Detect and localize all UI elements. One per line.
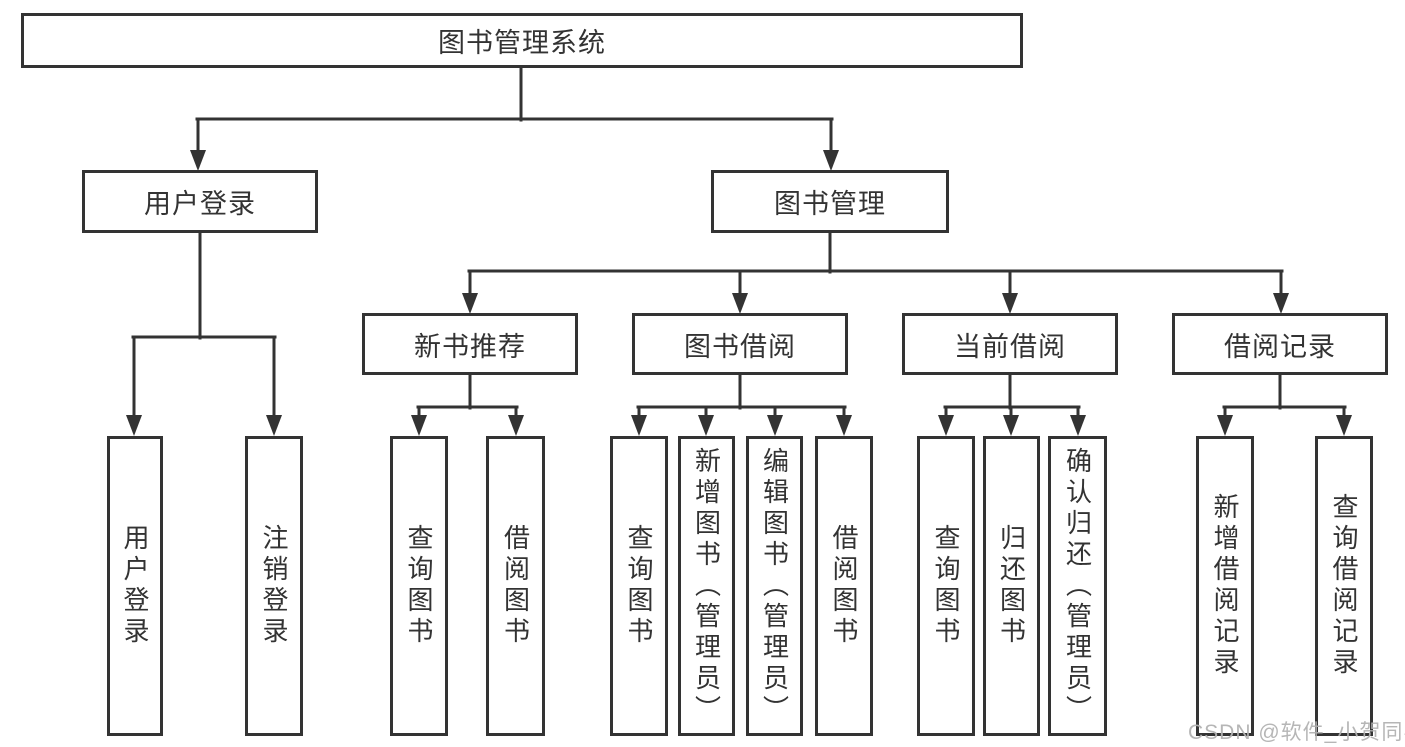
arrowheads xyxy=(126,150,1352,436)
leaf-return-book: 归还图书 xyxy=(983,436,1040,736)
node-label: 用户登录 xyxy=(120,524,150,648)
node-label: 图书管理 xyxy=(774,189,886,219)
node-book-management: 图书管理 xyxy=(711,170,949,233)
node-label: 归还图书 xyxy=(996,524,1027,648)
leaf-add-borrow-record: 新增借阅记录 xyxy=(1196,436,1254,736)
node-label: 查询借阅记录 xyxy=(1329,493,1359,679)
leaf-borrow-book-borrowing: 借阅图书 xyxy=(815,436,873,736)
node-current-borrowing: 当前借阅 xyxy=(902,313,1118,375)
csdn-watermark: CSDN @软件_小贺同学 xyxy=(1188,721,1405,744)
node-library-system: 图书管理系统 xyxy=(21,13,1023,68)
node-label: 注销登录 xyxy=(259,524,289,648)
leaf-confirm-return-admin: 确认归还（管理员） xyxy=(1048,436,1107,736)
leaf-borrow-book-recommend: 借阅图书 xyxy=(486,436,545,736)
node-label: 借阅记录 xyxy=(1224,331,1336,362)
node-label: 查询图书 xyxy=(931,524,961,648)
leaf-query-book-borrowing: 查询图书 xyxy=(610,436,668,736)
node-label: 新增借阅记录 xyxy=(1210,493,1240,679)
leaf-user-login: 用户登录 xyxy=(107,436,163,736)
node-user-login: 用户登录 xyxy=(82,170,318,233)
leaf-query-book-current: 查询图书 xyxy=(917,436,975,736)
node-label: 借阅图书 xyxy=(500,524,531,648)
node-label: 新增图书（管理员） xyxy=(691,446,722,726)
leaf-logout: 注销登录 xyxy=(245,436,303,736)
leaf-add-book-admin: 新增图书（管理员） xyxy=(678,436,735,736)
node-label: 用户登录 xyxy=(144,189,256,219)
node-label: 图书借阅 xyxy=(684,331,796,362)
node-book-borrowing: 图书借阅 xyxy=(632,313,848,375)
leaf-edit-book-admin: 编辑图书（管理员） xyxy=(746,436,803,736)
node-label: 新书推荐 xyxy=(414,331,526,362)
node-label: 借阅图书 xyxy=(829,524,859,648)
node-new-book-recommend: 新书推荐 xyxy=(362,313,578,375)
connector-strokes xyxy=(131,66,1347,424)
node-label: 查询图书 xyxy=(624,524,654,648)
node-label: 查询图书 xyxy=(404,524,434,648)
leaf-query-book-recommend: 查询图书 xyxy=(390,436,448,736)
node-label: 图书管理系统 xyxy=(438,28,606,58)
leaf-query-borrow-record: 查询借阅记录 xyxy=(1315,436,1373,736)
node-label: 编辑图书（管理员） xyxy=(759,446,790,726)
node-borrowing-records: 借阅记录 xyxy=(1172,313,1388,375)
node-label: 当前借阅 xyxy=(954,331,1066,362)
node-label: 确认归还（管理员） xyxy=(1062,446,1093,726)
